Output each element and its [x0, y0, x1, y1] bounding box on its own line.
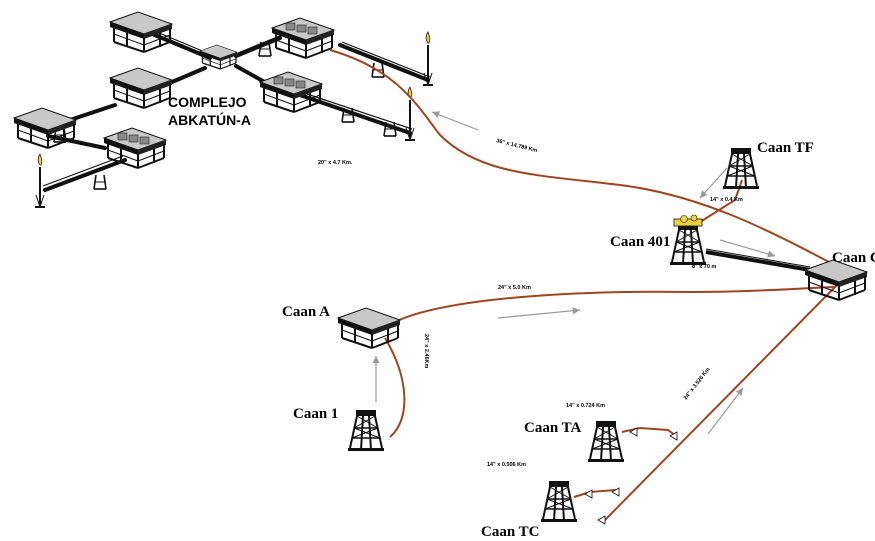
flow-arrow	[719, 239, 776, 258]
label-401-line: 8" x 70 m	[692, 264, 716, 270]
complex-platform	[109, 67, 173, 109]
platform-caan-tf: Caan TF	[722, 140, 814, 190]
pipeline-ta	[621, 426, 677, 437]
flow-arrow	[431, 111, 479, 131]
platform-caan-a: Caan A	[282, 304, 401, 349]
flow-arrow	[497, 307, 581, 319]
pipeline-labels: 36" x 14.789 Km 20" x 4.7 Km. 14" x 0.4 …	[318, 138, 743, 468]
label-tc-line: 14" x 0.506 Km	[487, 462, 526, 468]
bridge-rail	[705, 248, 811, 268]
bridge-support	[93, 174, 107, 190]
label-complex-line: 20" x 4.7 Km.	[318, 160, 353, 166]
platform-caan-ta: Caan TA	[524, 420, 625, 463]
complex-platform-equipment	[104, 128, 166, 168]
flare-tower	[34, 153, 46, 208]
caan-401-deck	[673, 218, 703, 227]
caan-401-tower	[669, 223, 707, 266]
label-tf-line: 14" x 0.4 Km	[710, 197, 743, 203]
caan-401-equipment	[680, 215, 688, 223]
label-1-to-a: 24" x 2.46Km	[423, 334, 429, 369]
caan-401-label: Caan 401	[610, 234, 670, 250]
caan-401-equipment	[690, 214, 698, 222]
pipeline-a-to-c	[394, 286, 836, 323]
caan-tc-label: Caan TC	[481, 524, 540, 540]
complex-title-line2: ABKATÚN-A	[168, 111, 251, 128]
complex-platform	[109, 11, 173, 53]
complex-platform	[13, 107, 77, 149]
caan-tc-tower	[540, 480, 578, 523]
platform-caan-c: Caan C	[705, 248, 875, 301]
caan-tf-label: Caan TF	[757, 140, 814, 156]
caan-a-platform	[337, 307, 401, 349]
flow-arrow	[699, 167, 728, 199]
label-ta-line: 14" x 0.724 Km	[566, 403, 605, 409]
complex-platform-equipment	[260, 72, 322, 112]
caan-ta-tower	[587, 420, 625, 463]
platform-caan-1: Caan 1	[293, 406, 385, 452]
pipeline-tc	[573, 488, 618, 498]
caan-a-label: Caan A	[282, 304, 330, 320]
pipelines	[329, 49, 841, 523]
caan-1-tower	[347, 409, 385, 452]
caan-c-label: Caan C	[832, 250, 875, 266]
platform-caan-401: Caan 401	[610, 214, 707, 266]
caan-c-platform	[804, 259, 868, 301]
platform-caan-tc: Caan TC	[481, 480, 578, 540]
complex-bridges	[43, 31, 430, 192]
pipeline-main	[329, 49, 841, 269]
flow-arrow	[707, 387, 744, 435]
flow-arrows	[372, 111, 776, 435]
label-a-to-c: 24" x 5.0 Km	[498, 285, 531, 291]
complex-title-line1: COMPLEJO	[168, 94, 247, 110]
bridge-401-to-c	[705, 250, 811, 272]
caan-ta-label: Caan TA	[524, 420, 582, 436]
pipeline-1-to-a	[384, 337, 406, 438]
caan-1-label: Caan 1	[293, 406, 338, 422]
label-main-pipeline: 36" x 14.789 Km	[496, 138, 538, 154]
label-tc-to-c: 24" x 3.526 Km	[683, 367, 712, 402]
abkatun-complex: COMPLEJO ABKATÚN-A	[13, 11, 434, 208]
valve-markers	[584, 427, 678, 525]
pipeline-tc-to-c	[602, 283, 839, 523]
